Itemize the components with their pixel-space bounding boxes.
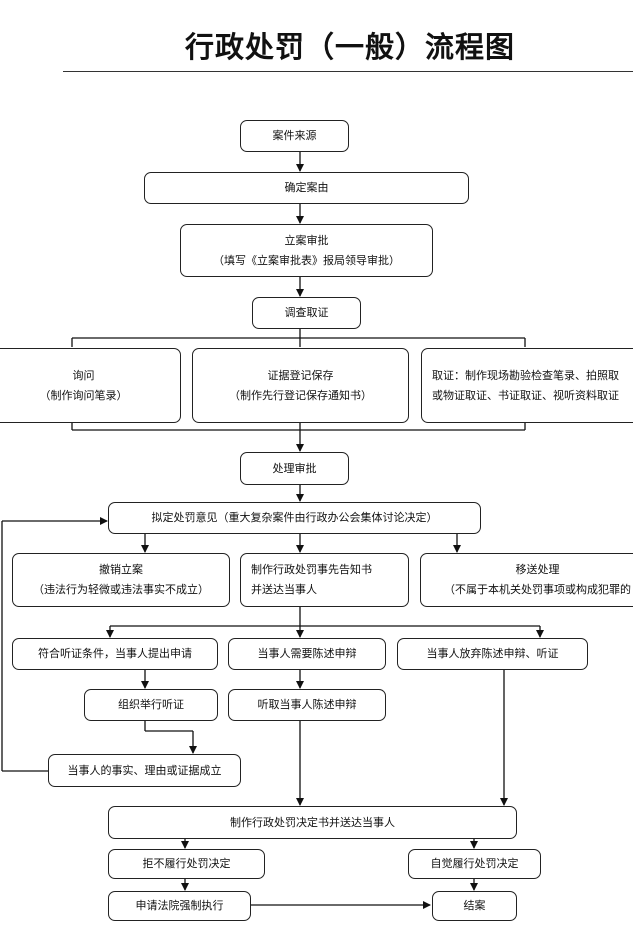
node-voluntary-decision: 自觉履行处罚决定 xyxy=(408,849,541,879)
node-investigation: 调查取证 xyxy=(252,297,361,329)
node-handling-approval: 处理审批 xyxy=(240,452,349,485)
title-underline xyxy=(63,71,633,72)
node-evidence-preservation: 证据登记保存 （制作先行登记保存通知书） xyxy=(192,348,409,423)
node-refuse-decision: 拒不履行处罚决定 xyxy=(108,849,265,879)
page-title: 行政处罚（一般）流程图 xyxy=(184,30,515,64)
node-waive-statement: 当事人放弃陈述申辩、听证 xyxy=(397,638,588,670)
node-transfer: 移送处理 （不属于本机关处罚事项或构成犯罪的 xyxy=(420,553,633,607)
node-decision-served: 制作行政处罚决定书并送达当事人 xyxy=(108,806,517,839)
node-hear-statement: 听取当事人陈述申辩 xyxy=(228,689,386,721)
node-facts-established: 当事人的事实、理由或证据成立 xyxy=(48,754,241,787)
node-inquiry: 询问 （制作询问笔录） xyxy=(0,348,181,423)
node-confirm-case: 确定案由 xyxy=(144,172,469,204)
node-organize-hearing: 组织举行听证 xyxy=(84,689,218,721)
node-statement-needed: 当事人需要陈述申辩 xyxy=(228,638,386,670)
node-case-source: 案件来源 xyxy=(240,120,349,152)
node-hearing-request: 符合听证条件，当事人提出申请 xyxy=(12,638,218,670)
node-court-enforcement: 申请法院强制执行 xyxy=(108,891,251,921)
node-close-case: 结案 xyxy=(432,891,517,921)
node-withdraw-case: 撤销立案 （违法行为轻微或违法事实不成立） xyxy=(12,553,230,607)
node-draft-opinion: 拟定处罚意见（重大复杂案件由行政办公会集体讨论决定） xyxy=(108,502,481,534)
node-evidence-collection: 取证：制作现场勘验检查笔录、拍照取 或物证取证、书证取证、视听资料取证 xyxy=(421,348,633,423)
node-filing-approval: 立案审批 （填写《立案审批表》报局领导审批） xyxy=(180,224,433,277)
node-prior-notice: 制作行政处罚事先告知书 并送达当事人 xyxy=(240,553,409,607)
